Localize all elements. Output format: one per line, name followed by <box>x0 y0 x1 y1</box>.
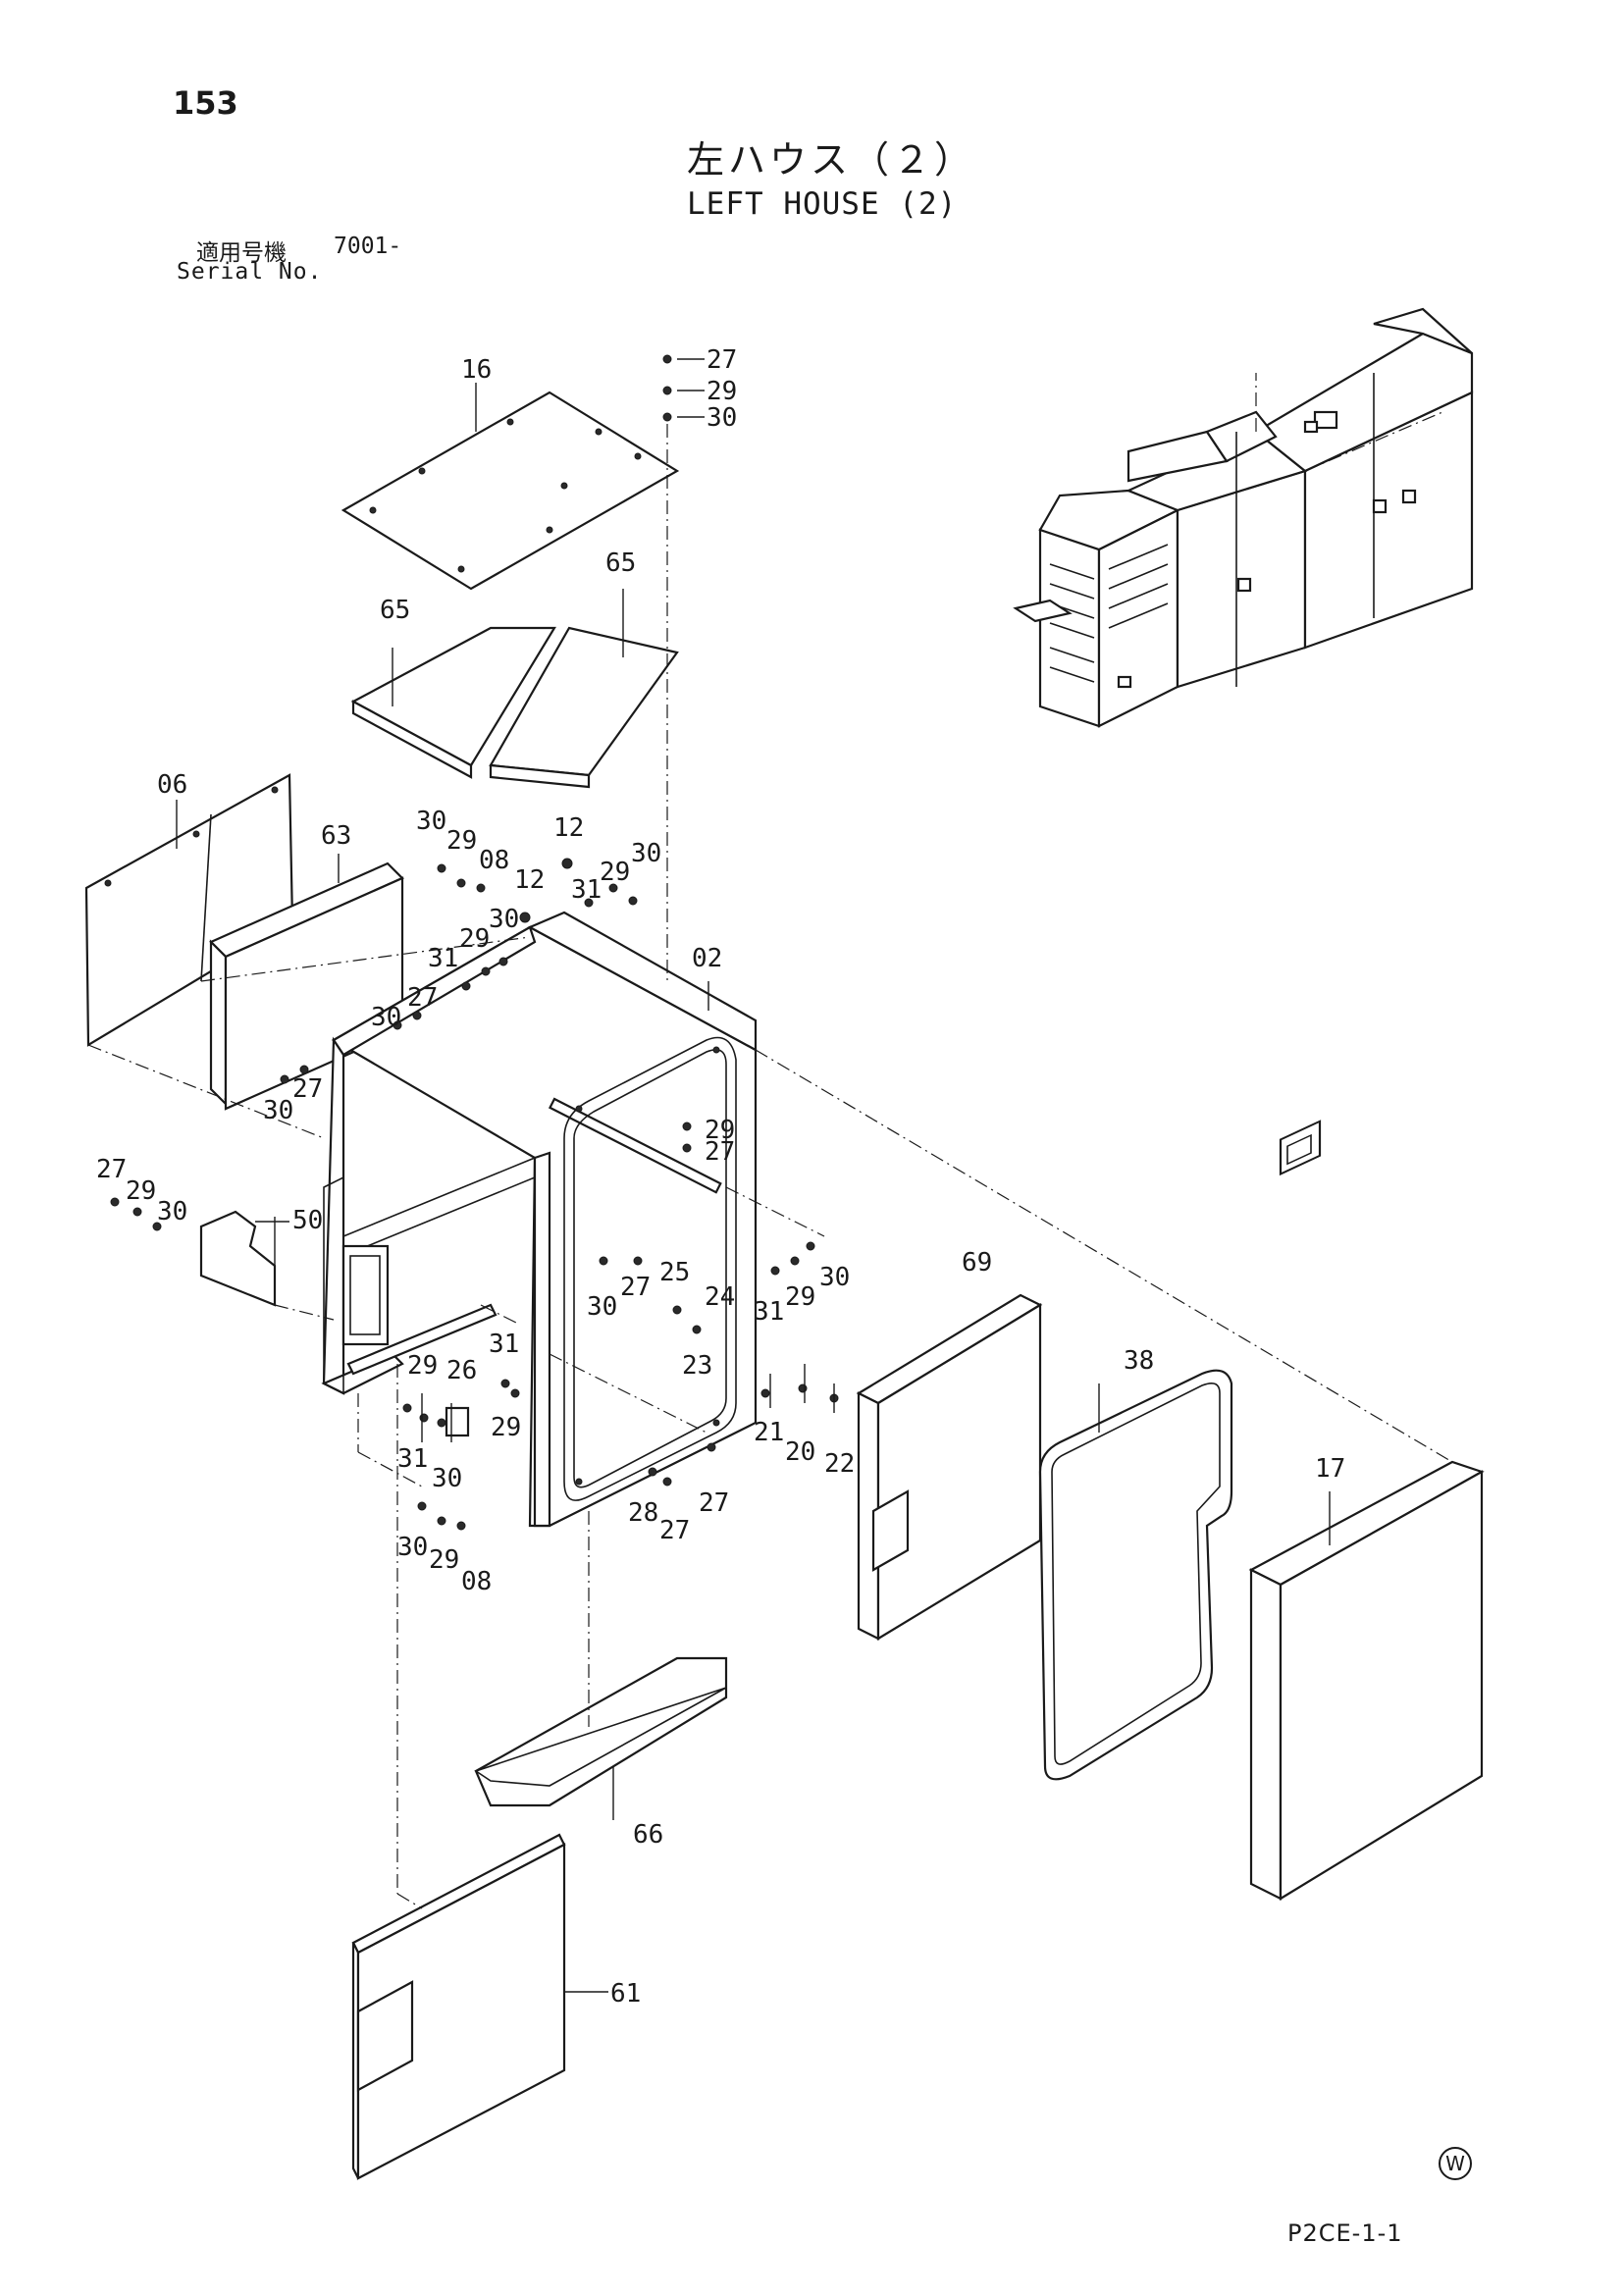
callout-29: 29 <box>707 377 737 406</box>
callout-30: 30 <box>416 807 446 836</box>
callout-17: 17 <box>1315 1454 1345 1484</box>
callout-27: 27 <box>659 1516 690 1545</box>
callout-30: 30 <box>819 1263 850 1292</box>
callout-31: 31 <box>571 875 602 905</box>
callout-31: 31 <box>428 944 458 973</box>
part-65-insulation-pads <box>350 626 679 789</box>
callout-27: 27 <box>699 1488 729 1518</box>
callout-12: 12 <box>514 865 545 895</box>
serial-label-japanese: 適用号機 <box>196 240 287 266</box>
fasteners <box>110 354 839 1531</box>
callout-28: 28 <box>628 1498 658 1528</box>
callout-08: 08 <box>479 846 509 875</box>
machine-key-map <box>1013 307 1474 728</box>
part-69-pad <box>856 1293 1043 1641</box>
callout-08: 08 <box>461 1567 492 1596</box>
part-61-pad <box>351 1833 566 2180</box>
serial-value: 7001- <box>334 234 402 259</box>
callout-20: 20 <box>785 1437 815 1467</box>
callout-25: 25 <box>659 1258 690 1287</box>
callout-30: 30 <box>707 403 737 433</box>
callout-22: 22 <box>824 1449 855 1479</box>
assembly-lines <box>87 424 1453 1909</box>
page-number: 153 <box>173 84 238 122</box>
callout-66: 66 <box>633 1820 663 1850</box>
callout-12: 12 <box>553 813 584 843</box>
callout-30: 30 <box>157 1197 187 1226</box>
part-38-door-seal <box>1038 1369 1233 1781</box>
callout-26: 26 <box>446 1356 477 1385</box>
callout-27: 27 <box>705 1137 735 1167</box>
callout-31: 31 <box>754 1297 784 1327</box>
watermark-w-mark: W <box>1439 2147 1472 2180</box>
callout-29: 29 <box>446 826 477 856</box>
callout-69: 69 <box>962 1248 992 1278</box>
leader-lines <box>176 358 1331 1993</box>
callout-labels: 16 27 29 30 65 65 06 63 30 29 08 12 12 3… <box>96 345 1345 2009</box>
part-50-cover-plate <box>199 1210 277 1307</box>
callout-27: 27 <box>707 345 737 375</box>
callout-50: 50 <box>292 1206 323 1235</box>
callout-65: 65 <box>380 596 410 625</box>
callout-29: 29 <box>491 1413 521 1442</box>
callout-65: 65 <box>605 548 636 578</box>
callout-30: 30 <box>432 1464 462 1493</box>
callout-30: 30 <box>587 1292 617 1322</box>
callout-06: 06 <box>157 770 187 800</box>
callout-27: 27 <box>407 983 438 1013</box>
serial-label-english: Serial No. <box>177 259 323 285</box>
callout-61: 61 <box>610 1979 641 2009</box>
callout-38: 38 <box>1124 1346 1154 1376</box>
callout-29: 29 <box>705 1116 735 1145</box>
callout-30: 30 <box>263 1096 293 1125</box>
part-17-door <box>1248 1120 1485 1901</box>
document-code: P2CE-1-1 <box>1287 2219 1403 2247</box>
part-66-pad <box>474 1656 728 1807</box>
callout-30: 30 <box>397 1533 428 1562</box>
callout-29: 29 <box>459 924 490 954</box>
callout-30: 30 <box>371 1003 401 1032</box>
callout-30: 30 <box>631 839 661 868</box>
callout-29: 29 <box>600 858 630 887</box>
callout-30: 30 <box>489 905 519 934</box>
callout-02: 02 <box>692 944 722 973</box>
callout-29: 29 <box>785 1282 815 1312</box>
title-japanese: 左ハウス（２） <box>687 138 976 182</box>
callout-29: 29 <box>126 1176 156 1206</box>
part-16-top-cover <box>341 391 680 591</box>
callout-63: 63 <box>321 821 351 851</box>
callout-29: 29 <box>407 1351 438 1381</box>
callout-29: 29 <box>429 1545 459 1575</box>
part-63-pad <box>209 861 404 1111</box>
callout-23: 23 <box>682 1351 712 1381</box>
callout-24: 24 <box>705 1282 735 1312</box>
callout-27: 27 <box>620 1273 651 1302</box>
callout-16: 16 <box>461 355 492 385</box>
callout-27: 27 <box>96 1155 127 1184</box>
title-english: LEFT HOUSE (2) <box>687 186 958 222</box>
callout-31: 31 <box>397 1444 428 1474</box>
callout-27: 27 <box>292 1074 323 1104</box>
callout-31: 31 <box>489 1330 519 1359</box>
callout-21: 21 <box>754 1418 784 1447</box>
part-02-house-frame <box>321 911 758 1528</box>
